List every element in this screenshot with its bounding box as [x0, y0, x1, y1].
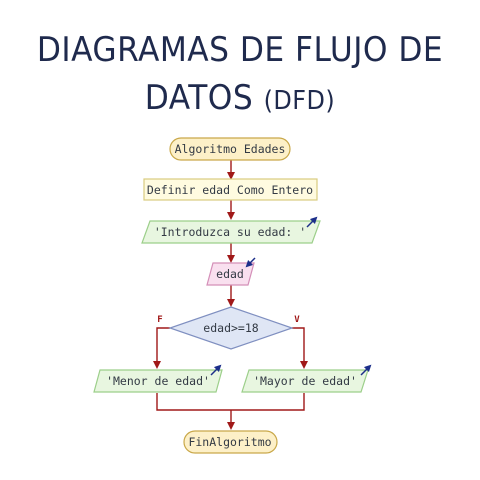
- input-label: edad: [216, 267, 244, 281]
- connector-decision-false: [153, 327, 170, 369]
- define-process: Definir edad Como Entero: [143, 178, 318, 201]
- output-arrow-icon: [210, 364, 222, 376]
- true-branch-label: V: [294, 315, 300, 325]
- output-arrow-icon: [306, 216, 318, 228]
- define-label: Definir edad Como Entero: [147, 183, 313, 197]
- output-minor: 'Menor de edad': [93, 364, 223, 393]
- out-true-label: 'Mayor de edad': [253, 374, 357, 388]
- end-label: FinAlgoritmo: [188, 435, 271, 449]
- page-title-line-1: DIAGRAMAS DE FLUJO DE: [36, 30, 444, 70]
- connector-true-merge: [231, 393, 305, 411]
- connectors: [153, 160, 308, 430]
- end-terminal: FinAlgoritmo: [183, 430, 278, 454]
- title-abbreviation: (DFD): [263, 86, 336, 116]
- start-label: Algoritmo Edades: [175, 142, 286, 156]
- out-false-label: 'Menor de edad': [106, 374, 210, 388]
- decision-label: edad>=18: [203, 321, 258, 335]
- prompt-label: 'Introduzca su edad: ': [154, 225, 306, 239]
- false-branch-label: F: [157, 315, 162, 325]
- decision: edad>=18 F V: [157, 306, 300, 350]
- output-major: 'Mayor de edad': [241, 364, 372, 393]
- connector-decision-true: [292, 327, 308, 369]
- prompt-output: 'Introduzca su edad: ': [141, 216, 321, 244]
- input-data: edad: [206, 257, 256, 286]
- input-arrow-icon: [245, 257, 256, 268]
- start-terminal: Algoritmo Edades: [169, 137, 291, 161]
- title-main-text: DATOS: [144, 78, 264, 118]
- connector-false-merge: [156, 393, 231, 411]
- page-title-line-2: DATOS (DFD): [19, 78, 461, 118]
- output-arrow-icon: [360, 364, 372, 376]
